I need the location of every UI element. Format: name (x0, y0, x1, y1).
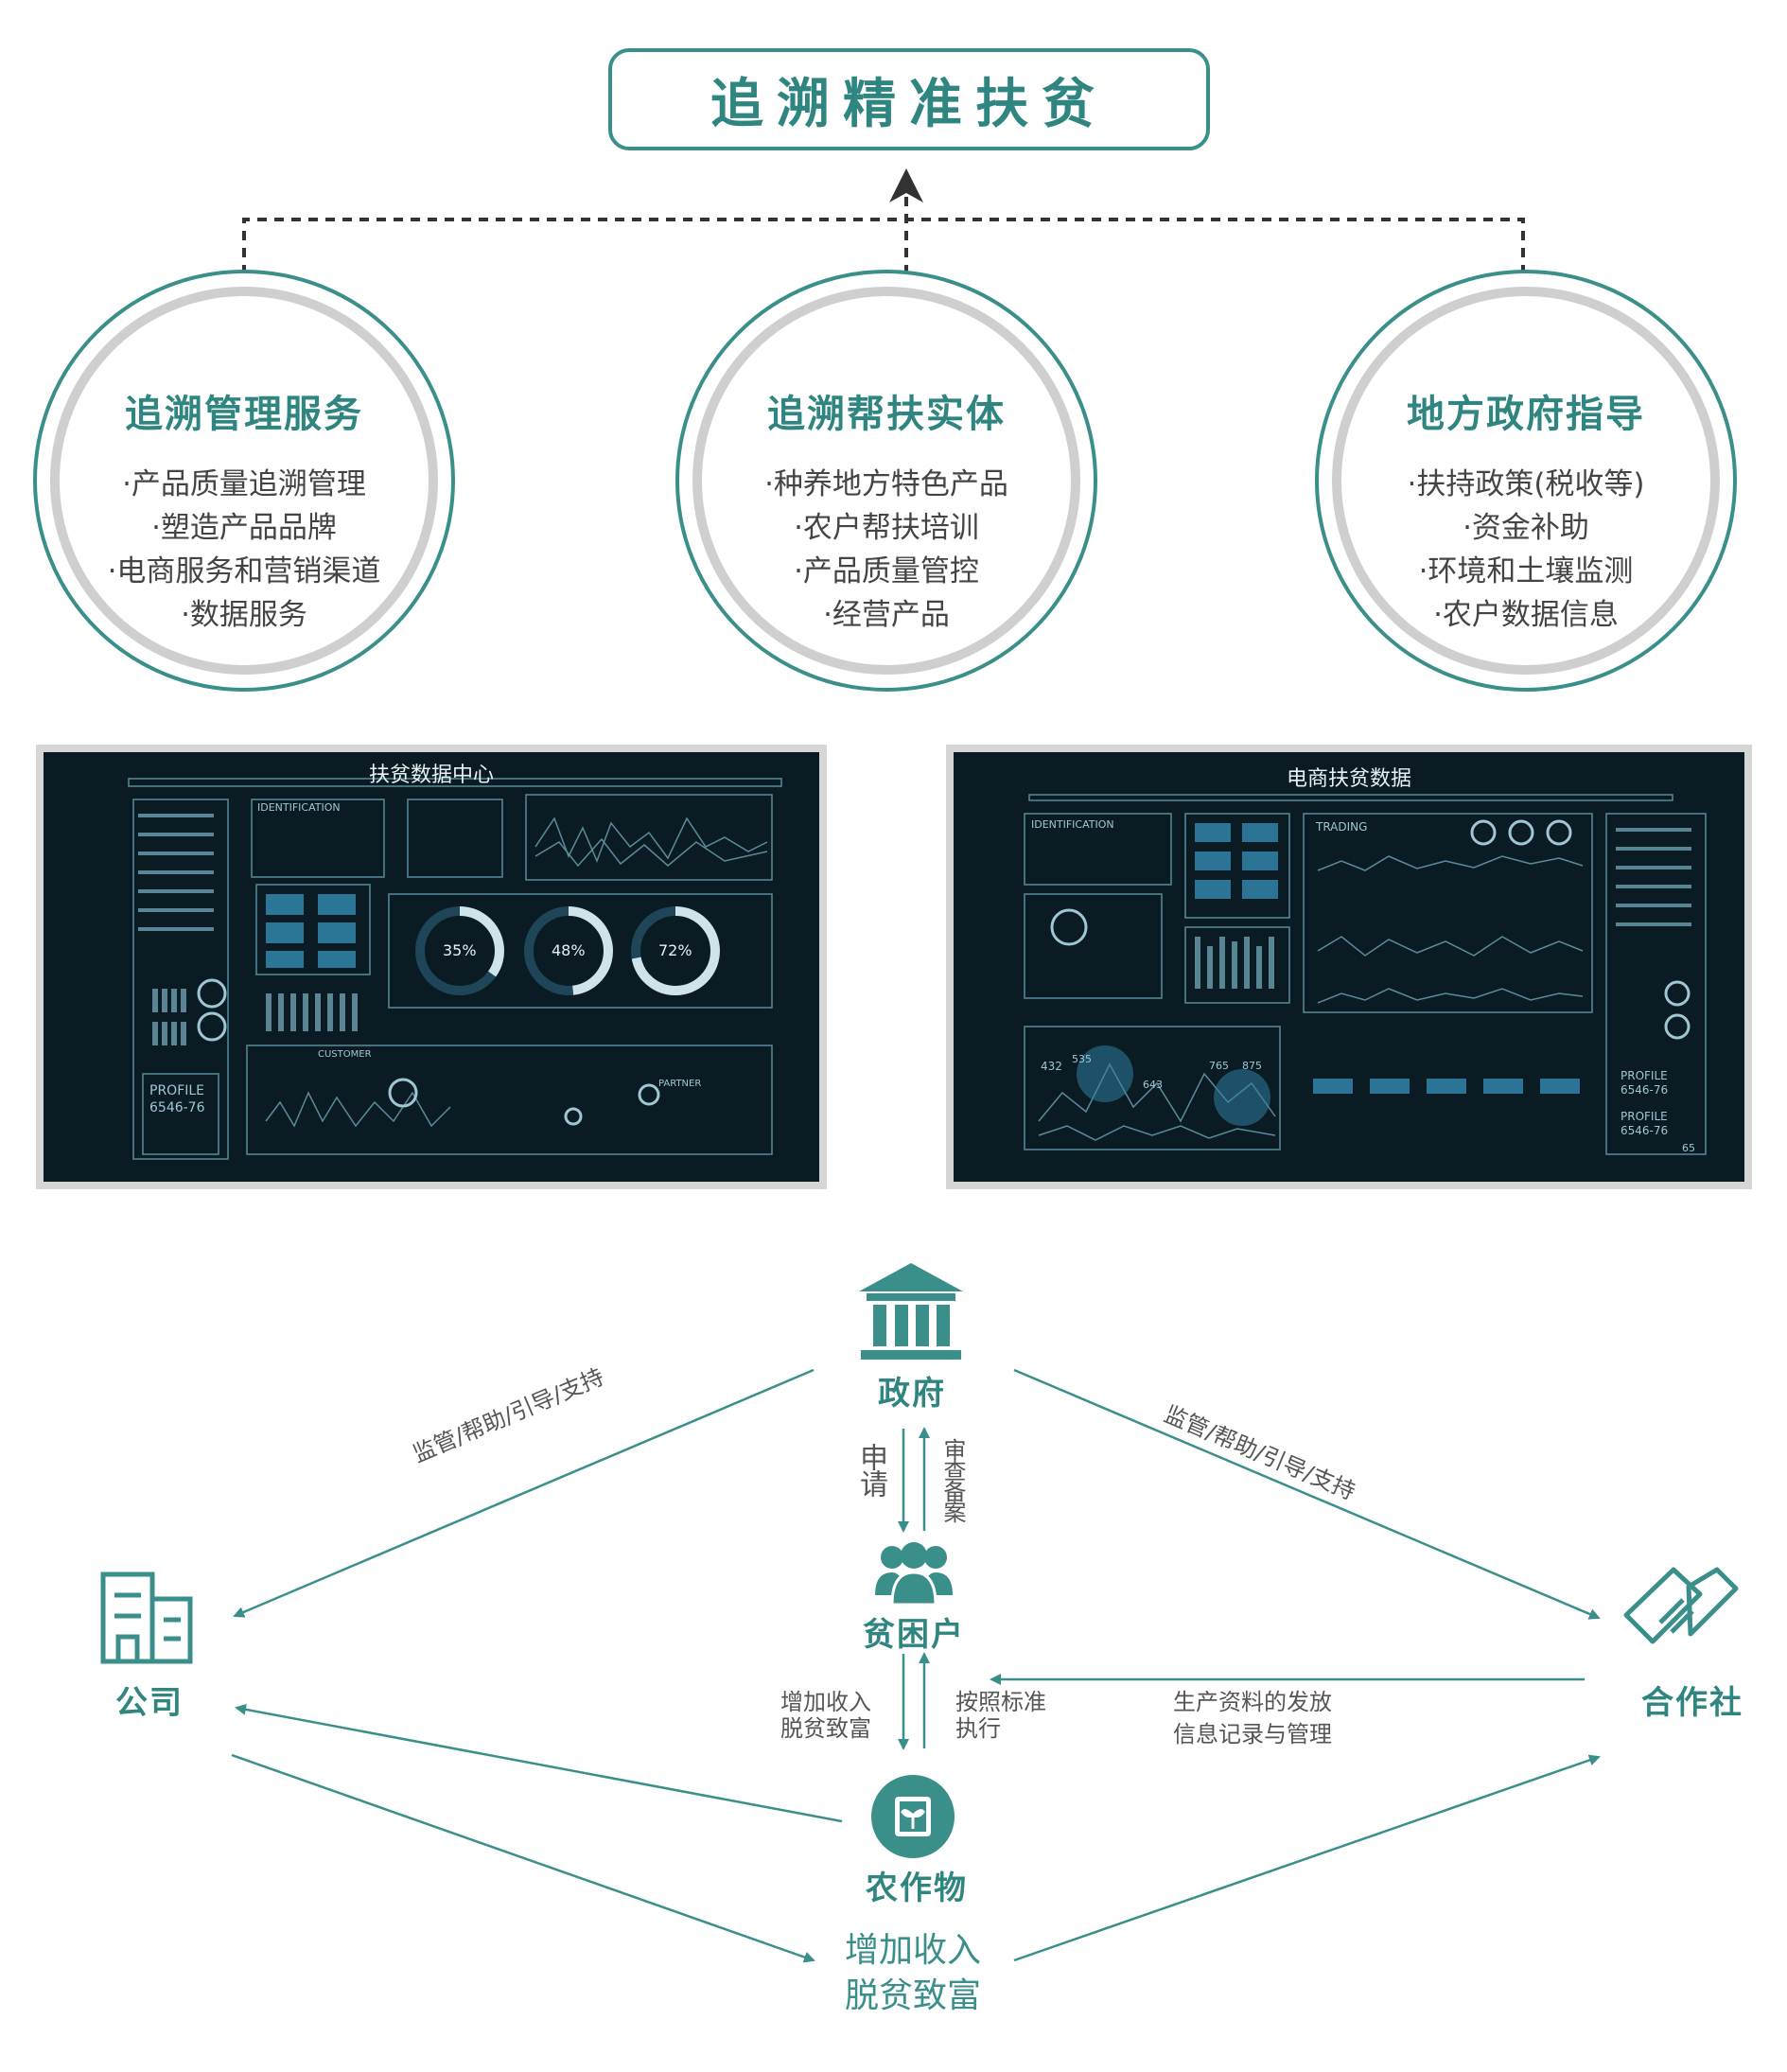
circle-inner: 追溯帮扶实体 ·种养地方特色产品 ·农户帮扶培训 ·产品质量管控 ·经营产品 (692, 287, 1080, 675)
edge-label-review: 审查备案 (939, 1438, 966, 1521)
identification-label: IDENTIFICATION (1031, 818, 1114, 831)
circle-item: ·环境和土壤监测 (1418, 554, 1634, 588)
edge-label-line: 执行 (955, 1715, 1001, 1742)
circle-item: ·数据服务 (181, 598, 307, 632)
circle-item: ·扶持政策(税收等) (1407, 467, 1645, 501)
people-group-icon (875, 1542, 953, 1607)
circle-inner: 地方政府指导 ·扶持政策(税收等) ·资金补助 ·环境和土壤监测 ·农户数据信息 (1332, 287, 1720, 675)
chart-number: 535 (1072, 1053, 1092, 1065)
edge-label-line: 生产资料的发放 (1173, 1689, 1332, 1715)
result-line-1: 增加收入 (845, 1931, 982, 1970)
gauge-value-1: 35% (443, 941, 477, 959)
edge-label-line: 按照标准 (955, 1689, 1046, 1715)
government-building-icon (859, 1263, 963, 1360)
crop-seedling-icon (871, 1775, 955, 1858)
circle-item: ·资金补助 (1463, 511, 1589, 545)
result-text: 增加收入 脱贫致富 (845, 1928, 981, 2019)
chart-number: 643 (1143, 1079, 1163, 1091)
circle-traceability-service: 追溯管理服务 ·产品质量追溯管理 ·塑造产品品牌 ·电商服务和营销渠道 ·数据服… (33, 270, 455, 692)
arrow-gov-coop (1013, 1368, 1601, 1620)
edge-label-line: 增加收入 (780, 1689, 871, 1715)
circle-government-guidance: 地方政府指导 ·扶持政策(税收等) ·资金补助 ·环境和土壤监测 ·农户数据信息 (1315, 270, 1737, 692)
circle-item: ·电商服务和营销渠道 (107, 554, 381, 588)
node-company: 公司 (115, 1684, 184, 1722)
chart-number: 875 (1242, 1060, 1262, 1072)
dashboard-graphics (128, 778, 782, 1160)
dashboard-title: 电商扶贫数据 (1286, 767, 1411, 791)
circle-item: ·农户帮扶培训 (794, 511, 979, 545)
identification-label: IDENTIFICATION (257, 801, 341, 814)
trading-label: TRADING (1316, 820, 1368, 834)
edge-label-crop-income: 增加收入 脱贫致富 (780, 1689, 871, 1742)
circle-item: ·经营产品 (823, 598, 950, 632)
handshake-icon (1623, 1567, 1739, 1644)
arrow-crop-company (235, 1703, 843, 1823)
dashed-connector (242, 218, 1525, 274)
chart-number: 765 (1209, 1060, 1229, 1072)
circle-item: ·农户数据信息 (1433, 598, 1619, 632)
relationship-arrows (231, 1368, 1601, 1963)
profile-id-2: 6546-76 (1621, 1124, 1669, 1137)
node-government: 政府 (878, 1375, 946, 1413)
edge-label-apply: 申请 (854, 1443, 887, 1496)
profile-label-2: PROFILE (1621, 1110, 1668, 1123)
arrow-company-result (231, 1753, 815, 1963)
corner-number: 65 (1682, 1142, 1695, 1154)
circle-item: ·产品质量管控 (794, 554, 979, 588)
circle-item: ·产品质量追溯管理 (122, 467, 366, 501)
page-title: 追溯精准扶贫 (710, 73, 1108, 135)
circle-title: 地方政府指导 (1407, 393, 1645, 436)
circle-support-entity: 追溯帮扶实体 ·种养地方特色产品 ·农户帮扶培训 ·产品质量管控 ·经营产品 (675, 270, 1097, 692)
circle-title: 追溯帮扶实体 (767, 393, 1006, 436)
node-cooperative: 合作社 (1641, 1684, 1743, 1722)
edge-label-line: 信息记录与管理 (1173, 1721, 1332, 1747)
node-crop: 农作物 (866, 1870, 968, 1907)
profile-label: PROFILE (1621, 1069, 1668, 1082)
edge-label-line: 脱贫致富 (780, 1715, 871, 1742)
profile-label: PROFILE (149, 1083, 205, 1098)
arrow-gov-company (233, 1368, 815, 1618)
circle-item: ·种养地方特色产品 (764, 467, 1008, 501)
node-poor-household: 贫困户 (863, 1616, 965, 1654)
arrow-result-coop (1013, 1754, 1601, 1962)
gauge-value-3: 72% (658, 941, 692, 959)
title-box: 追溯精准扶贫 (608, 48, 1210, 150)
dashboard-poverty-data-center: 扶贫数据中心 IDENTIFICATION 35% 48% 72% PROFIL… (36, 745, 827, 1189)
dashboard-title: 扶贫数据中心 (368, 764, 494, 787)
top-connectors (242, 168, 1525, 274)
circle-inner: 追溯管理服务 ·产品质量追溯管理 ·塑造产品品牌 ·电商服务和营销渠道 ·数据服… (50, 287, 438, 675)
chart-number: 432 (1041, 1060, 1062, 1073)
partner-label: PARTNER (658, 1079, 702, 1089)
result-line-2: 脱贫致富 (845, 1976, 982, 2015)
dashboard-graphics (1024, 794, 1707, 1155)
gauge-value-2: 48% (552, 941, 586, 959)
company-building-icon (100, 1572, 193, 1664)
arrow-up-icon (889, 168, 923, 202)
edge-label-standard: 按照标准 执行 (955, 1689, 1046, 1742)
profile-id: 6546-76 (1621, 1083, 1669, 1097)
edge-label-coop-poor: 生产资料的发放 信息记录与管理 (1173, 1686, 1332, 1750)
circle-item: ·塑造产品品牌 (151, 511, 337, 545)
customer-label: CUSTOMER (318, 1049, 372, 1060)
dashboard-ecommerce-data: 电商扶贫数据 TRADING IDENTIFICATION PROFILE 65… (946, 745, 1752, 1189)
profile-id: 6546-76 (149, 1100, 205, 1115)
circle-title: 追溯管理服务 (125, 393, 363, 436)
